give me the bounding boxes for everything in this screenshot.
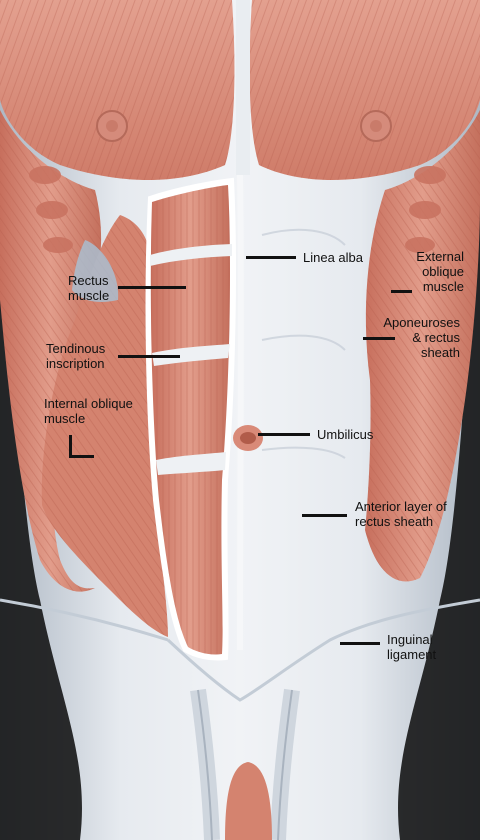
leader-anterior-layer — [302, 514, 347, 517]
inguinal-ligament-shape — [166, 598, 480, 702]
label-tendinous-inscription: Tendinous inscription — [46, 341, 106, 371]
leader-internal-oblique — [69, 455, 94, 458]
label-inguinal-ligament: Inguinal ligament — [387, 632, 437, 662]
label-external-oblique-muscle: External oblique muscle — [416, 249, 464, 294]
left-serratus-digitations — [29, 166, 73, 253]
right-serratus-digitations — [405, 166, 446, 253]
penis-shape — [225, 762, 272, 840]
leader-tendinous-inscription — [118, 355, 180, 358]
label-anterior-layer-rectus-sheath: Anterior layer of rectus sheath — [355, 499, 447, 529]
umbilicus-shape — [233, 425, 263, 451]
label-linea-alba: Linea alba — [303, 250, 363, 265]
leader-external-oblique — [391, 290, 412, 293]
linea-alba — [237, 174, 244, 651]
label-aponeuroses-rectus-sheath: Aponeuroses & rectus sheath — [383, 315, 460, 360]
leader-umbilicus — [258, 433, 310, 436]
rectus-sheath-contours — [261, 228, 346, 459]
leader-linea-alba — [246, 256, 296, 259]
tendinous-inscriptions — [150, 244, 232, 475]
label-umbilicus: Umbilicus — [317, 427, 374, 442]
label-internal-oblique-muscle: Internal oblique muscle — [44, 396, 133, 426]
sternum-fascia — [236, 0, 250, 175]
label-rectus-muscle: Rectus muscle — [68, 273, 110, 303]
leader-inguinal-ligament — [340, 642, 380, 645]
leader-aponeuroses — [363, 337, 395, 340]
leader-internal-oblique-vertical — [69, 435, 72, 457]
leader-rectus-muscle — [118, 286, 186, 289]
